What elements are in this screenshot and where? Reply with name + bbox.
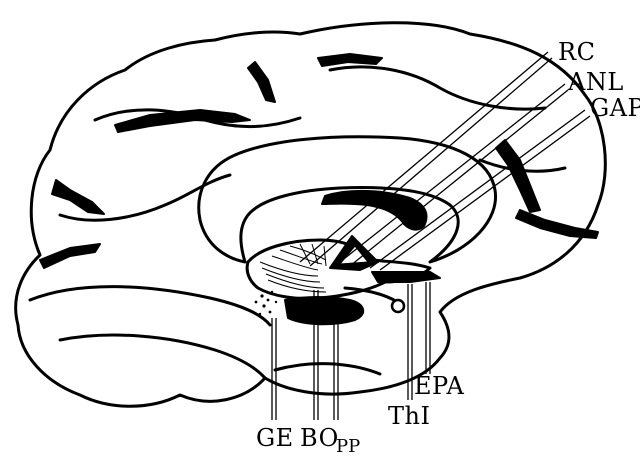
label-thi: ThI bbox=[388, 402, 430, 430]
occipital-curve bbox=[275, 364, 380, 374]
sulcus-frontal bbox=[52, 180, 104, 214]
label-ge: GE bbox=[256, 424, 294, 452]
label-rc: RC bbox=[558, 38, 595, 66]
sulcus-temporal bbox=[40, 244, 100, 268]
commissure-band bbox=[372, 272, 440, 282]
sulcus-paracentral bbox=[318, 54, 382, 66]
hypothalamic-dark bbox=[285, 297, 363, 324]
gyrus-contour-3 bbox=[330, 67, 545, 109]
label-epa: EPA bbox=[414, 372, 464, 400]
sulcus-cingulate bbox=[115, 110, 250, 132]
hatched-fibers bbox=[260, 244, 326, 292]
label-pp: PP bbox=[336, 436, 360, 457]
label-anl: ANL bbox=[567, 68, 624, 96]
sulcus-parieto-occipital bbox=[496, 140, 540, 212]
optic-chiasm bbox=[392, 300, 404, 312]
label-bo: BO bbox=[300, 424, 339, 452]
temporal-fold bbox=[30, 287, 270, 325]
sulcus-central bbox=[248, 62, 275, 102]
temporal-fold-lower bbox=[60, 335, 265, 378]
label-gap: GAP bbox=[590, 94, 640, 122]
pointer-lines-upper bbox=[300, 52, 590, 270]
sulcus-calcarine bbox=[516, 210, 598, 238]
